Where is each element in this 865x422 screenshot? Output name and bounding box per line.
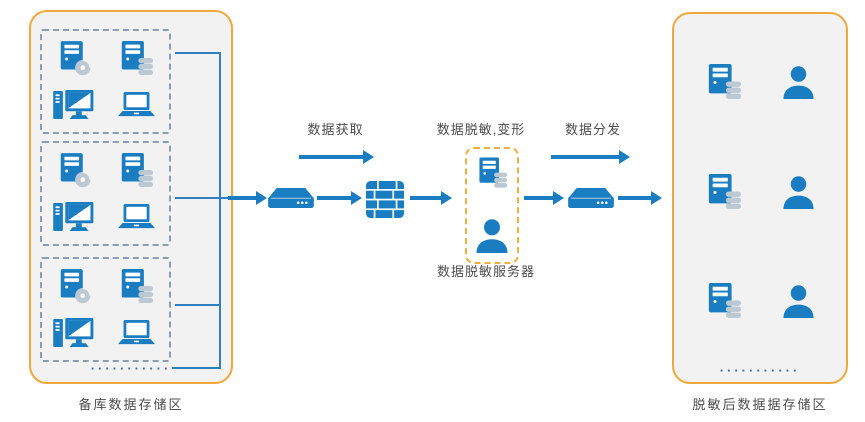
server-with-database-icon xyxy=(706,64,742,100)
masked-storage-zone: ··········· xyxy=(672,12,848,384)
flow-arrow xyxy=(524,191,564,205)
server-with-database-icon xyxy=(119,269,154,304)
network-switch-icon xyxy=(268,188,314,208)
laptop-icon xyxy=(118,320,155,345)
mask-server-label: 数据脱敏服务器 xyxy=(436,264,535,279)
device-group-1 xyxy=(40,29,171,134)
masked-row-3 xyxy=(674,283,846,319)
flow-label-distribute: 数据分发 xyxy=(564,122,621,137)
bus-branch-line-3 xyxy=(175,304,221,306)
flow-label-acquire: 数据获取 xyxy=(307,122,364,137)
flow-arrow xyxy=(317,191,362,205)
device-group-2 xyxy=(40,141,171,246)
server-with-disc-icon xyxy=(58,41,91,76)
network-switch-icon xyxy=(568,188,614,208)
flow-arrow xyxy=(228,191,267,205)
server-with-disc-icon xyxy=(58,153,91,188)
desktop-computer-icon xyxy=(53,318,96,348)
masked-row-1 xyxy=(674,64,846,100)
label-arrow-distribute xyxy=(551,150,630,164)
laptop-icon xyxy=(118,92,155,117)
user-icon xyxy=(782,176,815,209)
mask-server-box xyxy=(465,147,519,264)
label-arrow-acquire xyxy=(299,150,374,164)
laptop-icon xyxy=(118,204,155,229)
server-with-database-icon xyxy=(706,174,742,210)
desktop-computer-icon xyxy=(53,90,96,120)
bus-branch-line-4 xyxy=(172,367,221,369)
server-with-database-icon xyxy=(477,157,508,189)
device-group-3 xyxy=(40,257,171,362)
firewall-icon xyxy=(366,181,404,218)
server-with-database-icon xyxy=(706,283,742,319)
server-with-disc-icon xyxy=(58,269,91,304)
bus-branch-line-1 xyxy=(175,52,221,54)
masked-storage-zone-label: 脱敏后数据据存储区 xyxy=(692,397,828,412)
masked-row-2 xyxy=(674,174,846,210)
flow-arrow xyxy=(618,191,662,205)
bus-branch-line-2 xyxy=(175,197,230,199)
more-devices-ellipsis: ··········· xyxy=(90,361,172,376)
bus-vertical-line xyxy=(219,52,221,369)
backup-storage-zone-label: 备库数据存储区 xyxy=(78,397,184,412)
flow-label-mask: 数据脱敏,变形 xyxy=(436,122,526,137)
more-users-ellipsis: ··········· xyxy=(719,363,801,378)
desktop-computer-icon xyxy=(53,202,96,232)
server-with-database-icon xyxy=(119,153,154,188)
user-icon xyxy=(475,219,509,253)
flow-arrow xyxy=(410,191,452,205)
server-with-database-icon xyxy=(119,41,154,76)
user-icon xyxy=(782,285,815,318)
user-icon xyxy=(782,66,815,99)
